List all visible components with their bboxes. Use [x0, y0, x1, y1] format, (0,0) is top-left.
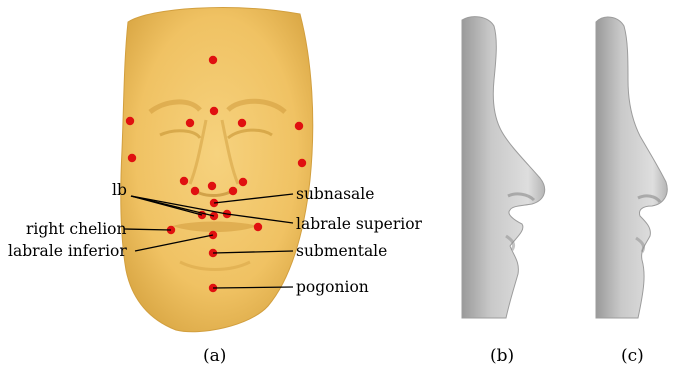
landmark-left-exocanthion [238, 119, 246, 127]
profile-view-c [596, 17, 667, 318]
label-right-chelion: right chelion [26, 220, 127, 238]
landmark-left-subalar [229, 187, 237, 195]
landmark-right-temple [126, 117, 134, 125]
label-pogonion: pogonion [296, 278, 369, 296]
landmark-right-alar [180, 177, 188, 185]
landmark-left-cheek [298, 159, 306, 167]
landmark-left-temple [295, 122, 303, 130]
profile-b-surface [462, 17, 545, 318]
landmark-pronasale [208, 182, 216, 190]
landmark-right-subalar [191, 187, 199, 195]
landmark-nasion [210, 107, 218, 115]
landmark-right-cheek [128, 154, 136, 162]
caption-a: (a) [203, 346, 226, 366]
label-lb: lb [112, 181, 127, 199]
label-labrale-inferior: labrale inferior [8, 242, 127, 260]
label-labrale-superior: labrale superior [296, 215, 423, 233]
landmark-left-chelion [254, 223, 262, 231]
label-subnasale: subnasale [296, 185, 374, 203]
profile-c-surface [596, 17, 667, 318]
profile-view-b [462, 17, 545, 318]
label-submentale: submentale [296, 242, 387, 260]
caption-c: (c) [621, 346, 644, 366]
caption-b: (b) [490, 346, 514, 366]
face-frontal-view: lb subnasale labrale superior right chel… [8, 8, 423, 332]
landmark-right-exocanthion [186, 119, 194, 127]
landmark-forehead [209, 56, 217, 64]
landmark-left-alar [239, 178, 247, 186]
face-surface [121, 8, 313, 332]
